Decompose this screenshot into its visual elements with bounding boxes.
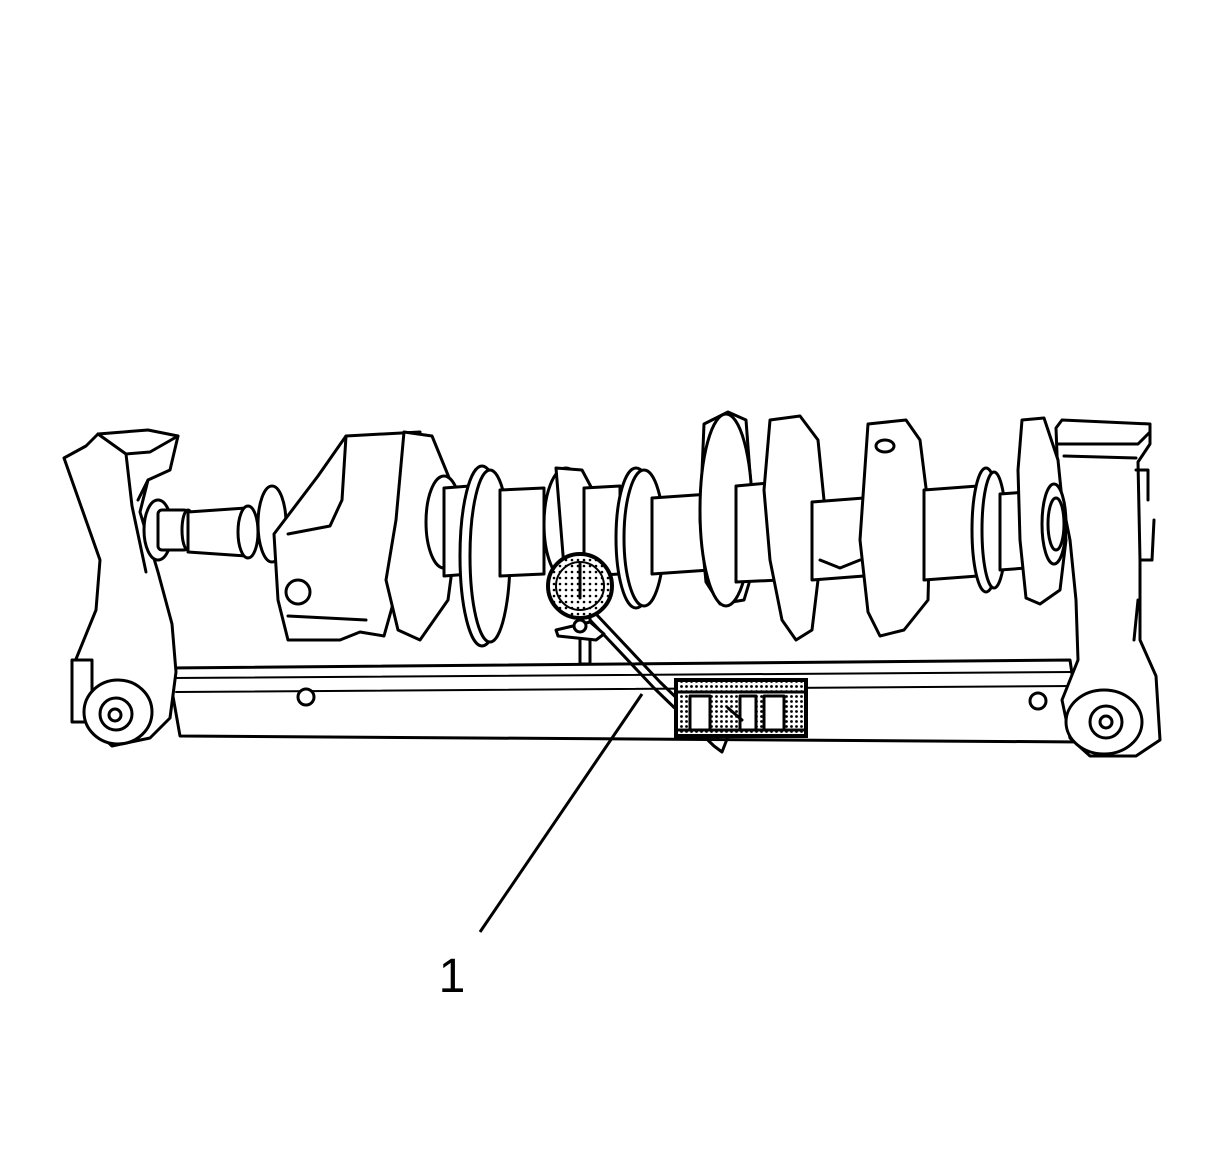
left-support-stand — [62, 428, 180, 748]
crankshaft — [142, 410, 1068, 648]
right-support-stand — [1054, 418, 1162, 758]
callout-1: 1 — [439, 693, 644, 1003]
fixture-base-rail — [166, 658, 1084, 744]
callout-1-leader-line — [478, 693, 644, 933]
magnetic-base — [674, 678, 808, 738]
callout-1-label: 1 — [439, 950, 466, 1003]
dial-indicator — [546, 552, 738, 754]
